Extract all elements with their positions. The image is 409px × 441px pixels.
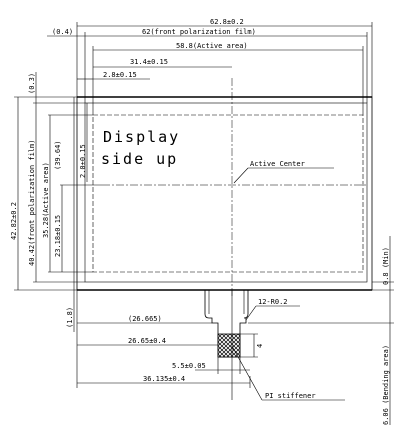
dim-text-62: 62(front polarization film): [142, 28, 256, 36]
active-area-outline: [92, 114, 364, 273]
active-center-label: Active Center: [250, 160, 305, 168]
dim-text-40-42: 40.42(front polarization film): [28, 140, 36, 266]
pi-stiffener-leader: [231, 345, 263, 401]
dim-text-39-64: (39.64): [54, 140, 62, 170]
dim-text-2-0: 2.0±0.15: [79, 144, 87, 178]
dim-text-26-65: 26.65±0.4: [128, 337, 166, 345]
display-side-note-line2: side up: [101, 150, 178, 168]
dim-text-0-3: (0.3): [28, 73, 36, 94]
panel-outline: [76, 96, 373, 291]
dim-text-0-8: 0.8 (Min): [382, 247, 390, 285]
pi-stiffener-label: PI stiffener: [265, 392, 316, 400]
dim-text-23-18: 23.18±0.15: [54, 215, 62, 257]
dim-text-42-82: 42.82±0.2: [10, 202, 18, 240]
dim-text-r02: 12-R0.2: [258, 298, 288, 306]
r02-leader: [245, 305, 257, 321]
dim-text-2-8: 2.8±0.15: [103, 71, 137, 79]
dim-text-6-06: 6.06 (Bending area): [382, 345, 390, 425]
dim-text-4: 4: [256, 344, 264, 348]
dim-text-62-8: 62.8±0.2: [210, 18, 244, 26]
dim-text-35-28: 35.28(Active area): [42, 162, 50, 238]
polarizer-outline: [84, 102, 368, 283]
display-side-note-line1: Display: [103, 128, 180, 146]
pi-stiffener-hatched: [217, 333, 241, 358]
dim-text-5-5: 5.5±0.05: [172, 362, 206, 370]
dim-text-58-8: 58.8(Active area): [176, 42, 248, 50]
dim-text-36-135: 36.135±0.4: [143, 375, 185, 383]
active-center-leader: [233, 167, 249, 184]
dim-text-31-4: 31.4±0.15: [130, 58, 168, 66]
dim-text-26-665: (26.665): [128, 315, 162, 323]
dim-text-0-4: (0.4): [52, 28, 73, 36]
dim-text-1-8: (1.8): [66, 307, 74, 328]
